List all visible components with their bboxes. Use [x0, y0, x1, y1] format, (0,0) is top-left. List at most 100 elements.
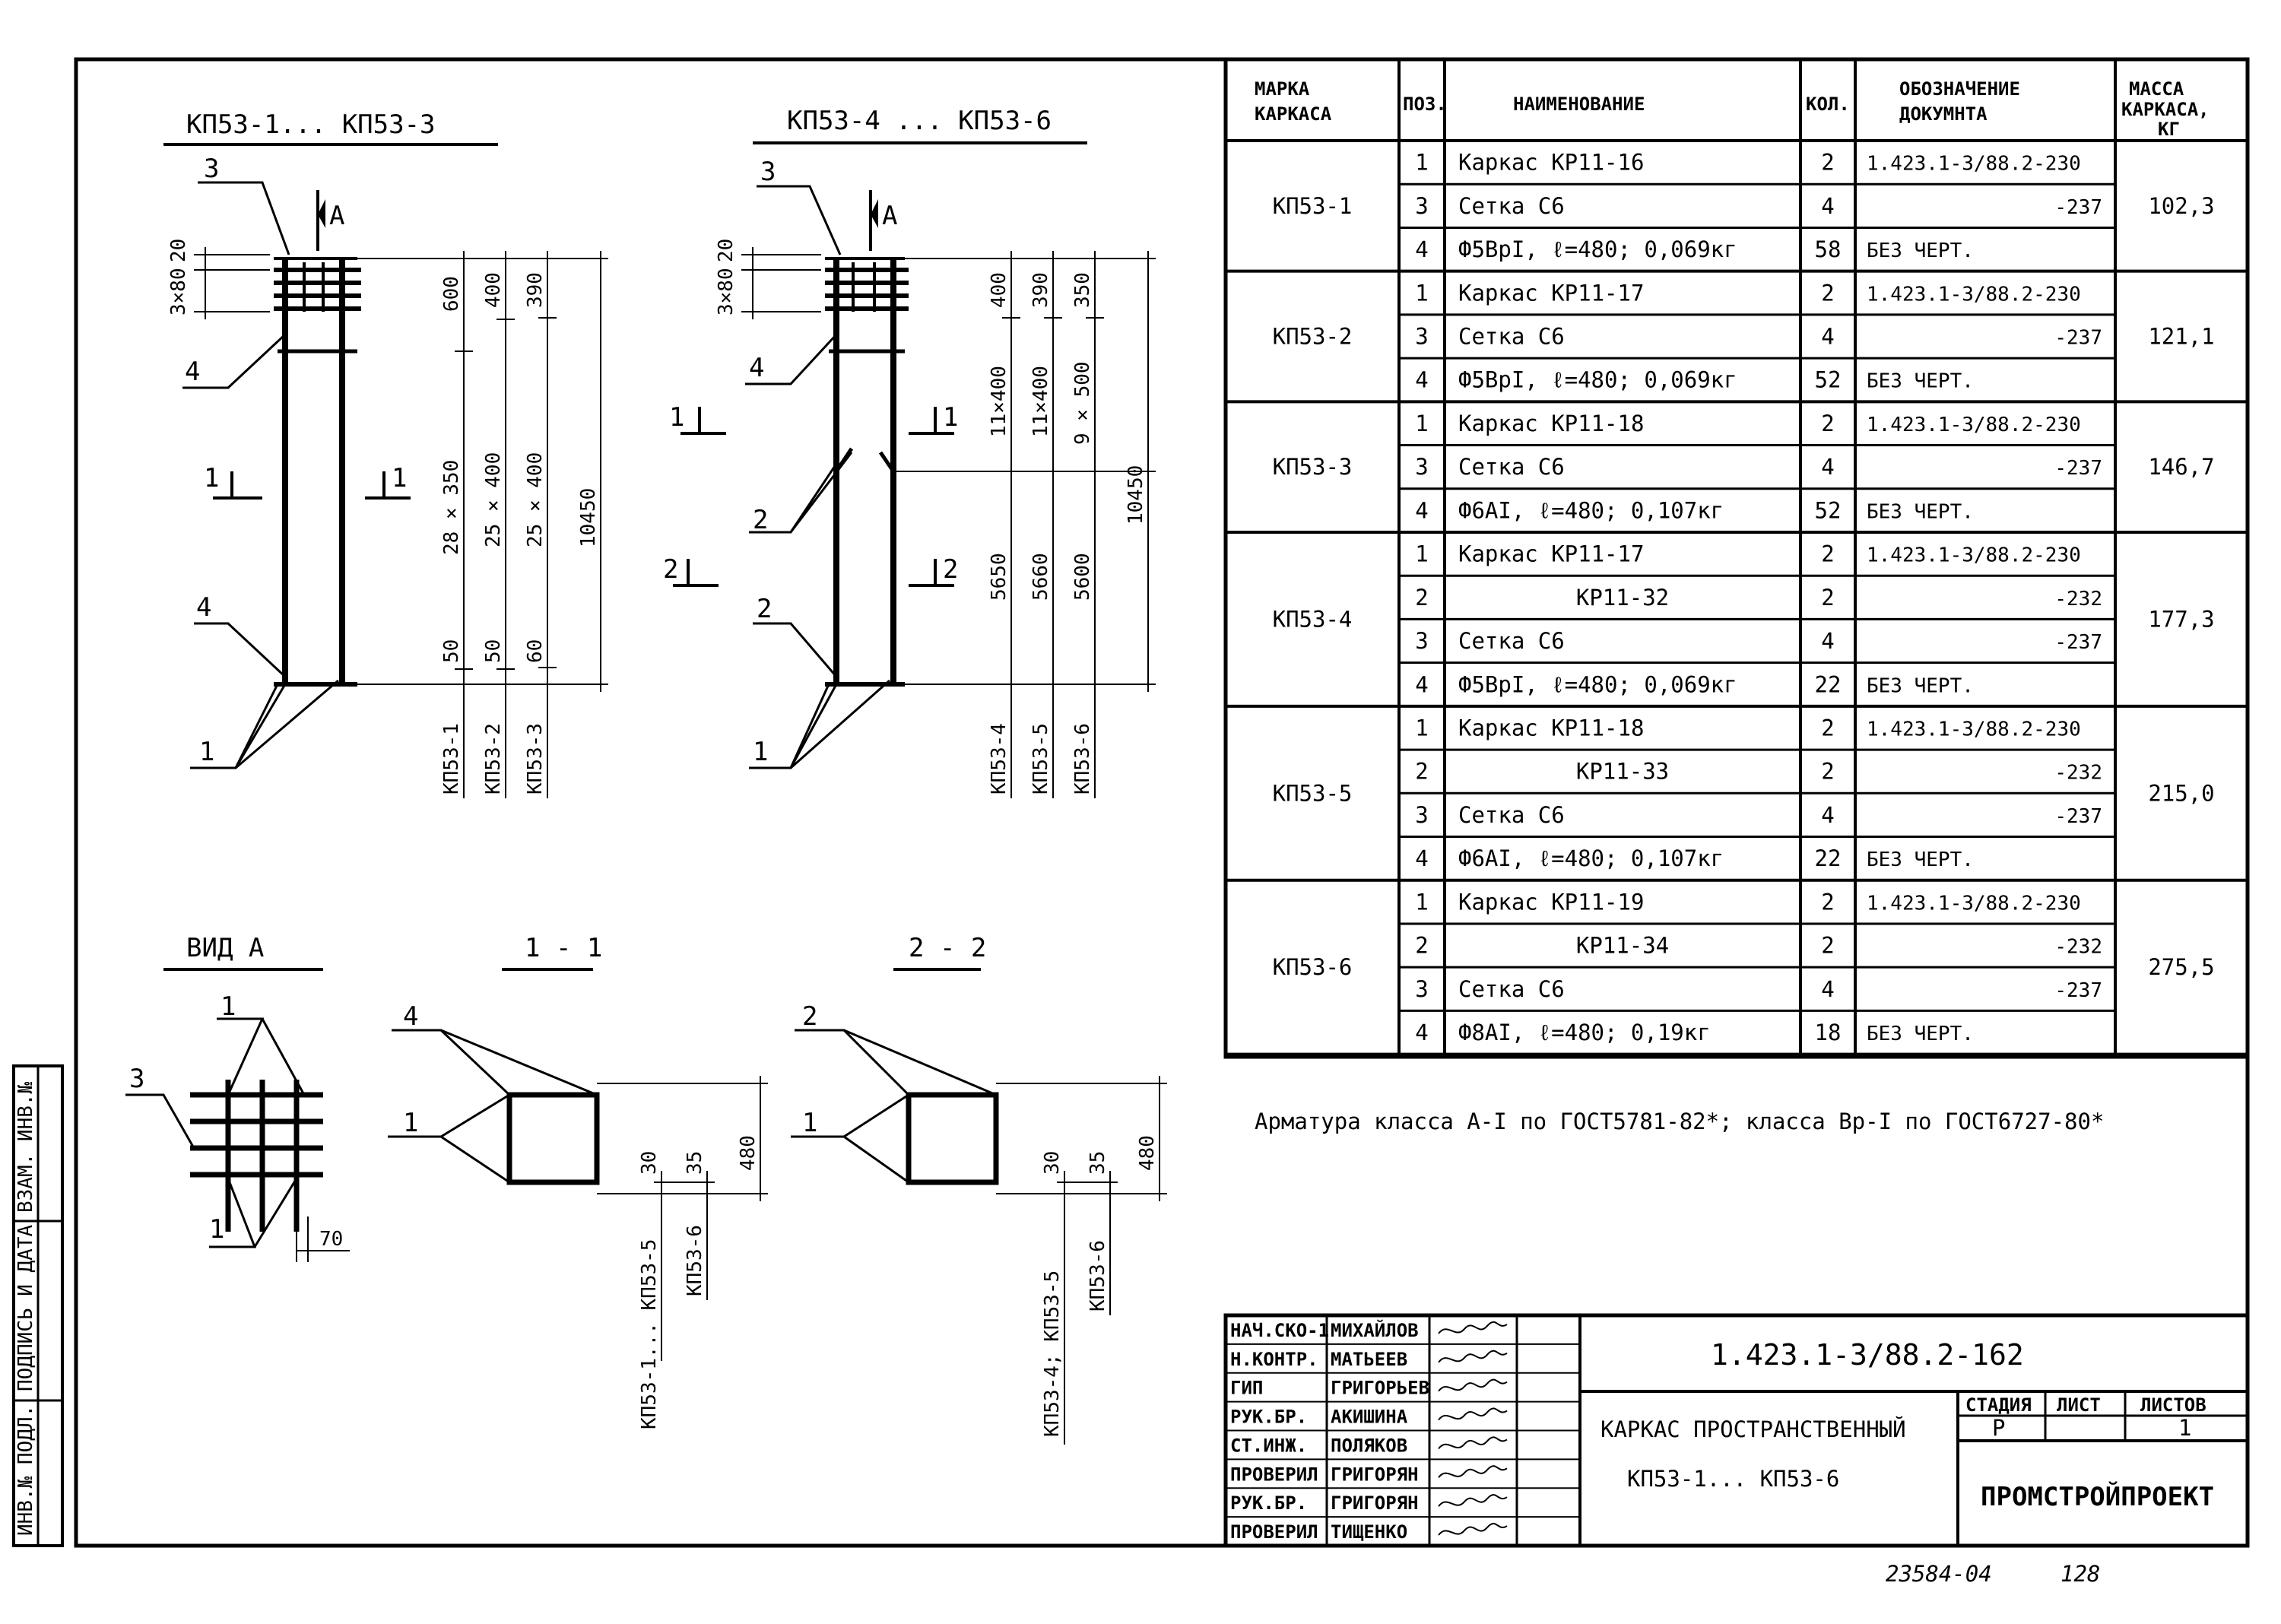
row-qty: 2: [1821, 585, 1834, 611]
right-c1-mid: 11×400: [988, 366, 1010, 437]
row-pos: 1: [1415, 889, 1428, 915]
right-dim-columns: 400 390 350 11×400 11×400 9 × 500 10450 …: [893, 251, 1156, 798]
title-line-1: КАРКАС ПРОСТРАНСТВЕННЫЙ: [1601, 1416, 1906, 1442]
group-mass: 121,1: [2148, 323, 2214, 349]
stamp-role: ПРОВЕРИЛ: [1230, 1464, 1318, 1485]
left-c2-mid: 25 × 400: [482, 452, 505, 547]
sheet-header: ЛИСТ: [2057, 1394, 2101, 1416]
table-header: МАРКА КАРКАСА ПОЗ. НАИМЕНОВАНИЕ КОЛ. ОБО…: [1255, 78, 2210, 140]
row-doc: -232: [2054, 762, 2102, 785]
row-doc: 1.423.1-3/88.2-230: [1867, 153, 2081, 176]
stamp-person: АКИШИНА: [1331, 1407, 1408, 1428]
view-a-mark-1-bot: 1: [209, 1214, 224, 1245]
header-name: НАИМЕНОВАНИЕ: [1513, 94, 1645, 115]
title-line-2: КП53-1... КП53-6: [1627, 1466, 1839, 1492]
row-pos: 4: [1415, 236, 1428, 262]
row-name: Каркас КР11-19: [1458, 889, 1644, 915]
left-dim-20: 20: [167, 239, 190, 262]
row-name: Каркас КР11-17: [1458, 280, 1644, 306]
row-pos: 2: [1415, 933, 1428, 959]
stamp-role: НАЧ.СКО-1: [1230, 1320, 1329, 1341]
row-name: Каркас КР11-16: [1458, 150, 1644, 176]
right-view-title: КП53-4 ... КП53-6: [787, 106, 1052, 136]
right-c2-bot: 5660: [1029, 553, 1052, 601]
row-pos: 4: [1415, 497, 1428, 523]
sec11-mark-1: 1: [403, 1108, 418, 1138]
group-mass: 275,5: [2148, 954, 2214, 980]
stamp-role: Н.КОНТР.: [1230, 1349, 1318, 1370]
cut-1-left-a: 1: [204, 463, 219, 493]
row-pos: 3: [1415, 193, 1428, 219]
row-pos: 4: [1415, 845, 1428, 871]
header-qty: КОЛ.: [1806, 94, 1850, 115]
sec11-dim-35: 35: [684, 1151, 706, 1175]
row-doc: -237: [2054, 805, 2102, 828]
sec22-lab-2: КП53-6: [1087, 1240, 1109, 1312]
stamp-person: МАТЬЕЕВ: [1331, 1349, 1407, 1370]
signature-mark: [1438, 1378, 1508, 1392]
stamp-role: РУК.БР.: [1230, 1492, 1307, 1514]
row-doc: БЕЗ ЧЕРТ.: [1867, 239, 1974, 262]
row-name: КР11-32: [1576, 585, 1669, 611]
drawing-frame: [74, 57, 2250, 1548]
row-qty: 2: [1821, 715, 1834, 741]
cut-1-left-b: 1: [392, 463, 407, 493]
stamp-role: РУК.БР.: [1230, 1407, 1307, 1428]
mark-4-right: 4: [749, 353, 764, 383]
signature-mark: [1438, 1321, 1508, 1334]
sec11-mark-4: 4: [403, 1001, 418, 1032]
row-doc: БЕЗ ЧЕРТ.: [1867, 674, 1974, 697]
group-mark: КП53-2: [1273, 323, 1353, 349]
row-qty: 4: [1821, 976, 1834, 1002]
side-stamp-inv: ИНВ.№ ПОДЛ.: [14, 1405, 37, 1536]
row-pos: 2: [1415, 759, 1428, 785]
row-qty: 2: [1821, 933, 1834, 959]
side-stamp-sign: ПОДПИСЬ И ДАТА: [14, 1225, 37, 1391]
signature-mark: [1438, 1465, 1508, 1478]
section-22-title: 2 - 2: [909, 933, 986, 963]
row-doc: БЕЗ ЧЕРТ.: [1867, 370, 1974, 393]
side-stamp: ИНВ.№ ПОДЛ. ПОДПИСЬ И ДАТА ВЗАМ. ИНВ.№: [12, 1064, 64, 1547]
header-doc-2: ДОКУМНТА: [1899, 103, 1988, 125]
sec22-dim-35: 35: [1087, 1151, 1109, 1175]
row-pos: 3: [1415, 323, 1428, 349]
sec11-dim-30: 30: [638, 1151, 661, 1175]
header-mark-1: МАРКА: [1255, 78, 1310, 100]
group-mass: 102,3: [2148, 193, 2214, 219]
row-qty: 18: [1815, 1020, 1842, 1045]
row-qty: 4: [1821, 802, 1834, 828]
sec11-lab-1: КП53-1... КП53-5: [638, 1239, 661, 1429]
left-lab-3: КП53-3: [524, 723, 547, 795]
left-dim-3x80: 3×80: [167, 268, 190, 316]
header-mass-1: МАССА: [2129, 78, 2184, 100]
group-mark: КП53-4: [1273, 606, 1353, 632]
group-mark: КП53-5: [1273, 780, 1353, 806]
stage-value: Р: [1992, 1415, 2005, 1441]
row-name: Каркас КР11-18: [1458, 411, 1644, 436]
row-doc: БЕЗ ЧЕРТ.: [1867, 1023, 1974, 1045]
sec22-dim-480: 480: [1136, 1135, 1159, 1171]
row-pos: 4: [1415, 1020, 1428, 1045]
row-doc: -237: [2054, 457, 2102, 480]
view-a-mark-3: 3: [129, 1064, 144, 1094]
row-doc: 1.423.1-3/88.2-230: [1867, 718, 2081, 741]
header-mass-3: КГ: [2158, 119, 2180, 140]
row-doc: 1.423.1-3/88.2-230: [1867, 544, 2081, 567]
signature-mark: [1438, 1494, 1508, 1507]
row-doc: -237: [2054, 631, 2102, 654]
group-mark: КП53-6: [1273, 954, 1353, 980]
sec11-dim-480: 480: [737, 1135, 760, 1171]
note-armature: Арматура класса А-I по ГОСТ5781-82*; кла…: [1255, 1109, 2104, 1134]
row-name: Сетка С6: [1458, 454, 1565, 480]
footer-inventory: 23584-04: [1886, 1561, 1992, 1587]
left-lab-1: КП53-1: [440, 723, 463, 795]
right-c1-top: 400: [988, 272, 1010, 308]
right-c3-top: 350: [1071, 272, 1094, 308]
mark-1-right: 1: [753, 737, 768, 767]
row-doc: -232: [2054, 588, 2102, 611]
row-doc: -237: [2054, 196, 2102, 219]
left-c3-top: 390: [524, 272, 547, 308]
group-mass: 177,3: [2148, 606, 2214, 632]
